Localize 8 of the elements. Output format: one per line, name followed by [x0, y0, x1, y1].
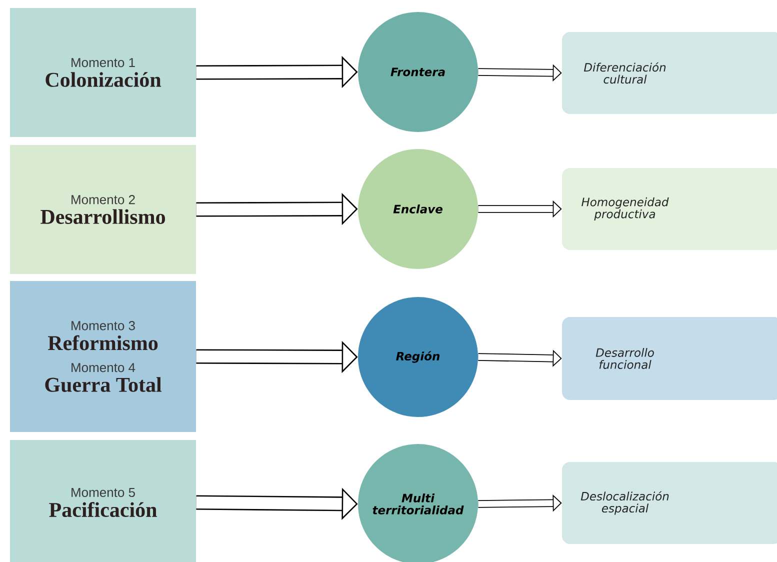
- outcome-box: Homogeneidad productiva: [562, 168, 777, 250]
- period-box: Momento 2 Desarrollismo: [10, 145, 196, 274]
- period-box: Momento 1 Colonización: [10, 8, 196, 137]
- outcome-box: Desarrollo funcional: [562, 317, 777, 400]
- period-box: Momento 5 Pacificación: [10, 440, 196, 562]
- outcome-box: Deslocalización espacial: [562, 462, 777, 544]
- period-box: Momento 3 Reformismo Momento 4 Guerra Total: [10, 281, 196, 432]
- outcome-box: Diferenciación cultural: [562, 32, 777, 114]
